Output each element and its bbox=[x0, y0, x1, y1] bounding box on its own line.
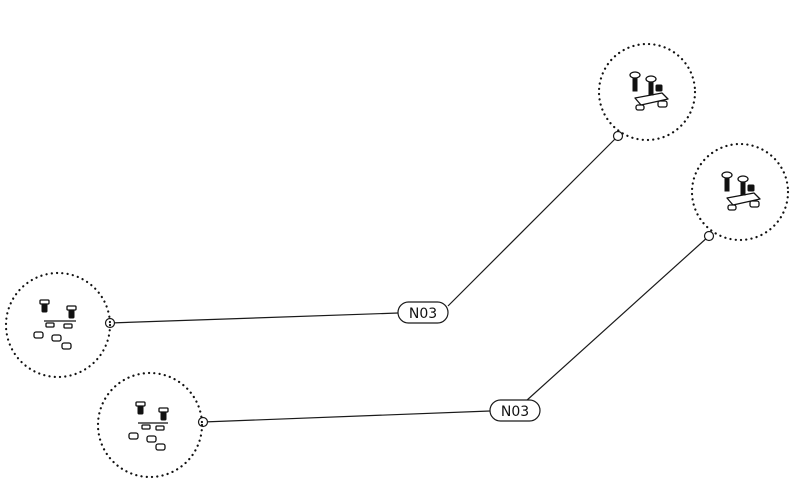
callout-group-1: N03 bbox=[4, 42, 697, 379]
detail-circle-left-1 bbox=[4, 271, 112, 379]
bracket-assembly-icon bbox=[721, 171, 761, 211]
part-tag: N03 bbox=[397, 301, 449, 324]
detail-circle-right-1 bbox=[597, 42, 697, 142]
leader-line bbox=[447, 135, 619, 307]
part-tag-label: N03 bbox=[409, 306, 437, 322]
leader-line bbox=[109, 312, 399, 324]
leader-endpoint bbox=[703, 230, 715, 242]
part-tag-label: N03 bbox=[501, 404, 529, 420]
hardware-pieces-icon bbox=[128, 401, 169, 451]
part-tag: N03 bbox=[489, 399, 541, 422]
callout-group-2: N03 bbox=[96, 142, 790, 479]
bracket-assembly-icon bbox=[629, 71, 669, 111]
leader-endpoint bbox=[612, 130, 624, 142]
detail-circle-left-2 bbox=[96, 371, 204, 479]
detail-circle-right-2 bbox=[690, 142, 790, 242]
leader-line bbox=[202, 410, 491, 423]
hardware-pieces-icon bbox=[33, 299, 77, 350]
leader-line bbox=[525, 235, 710, 402]
